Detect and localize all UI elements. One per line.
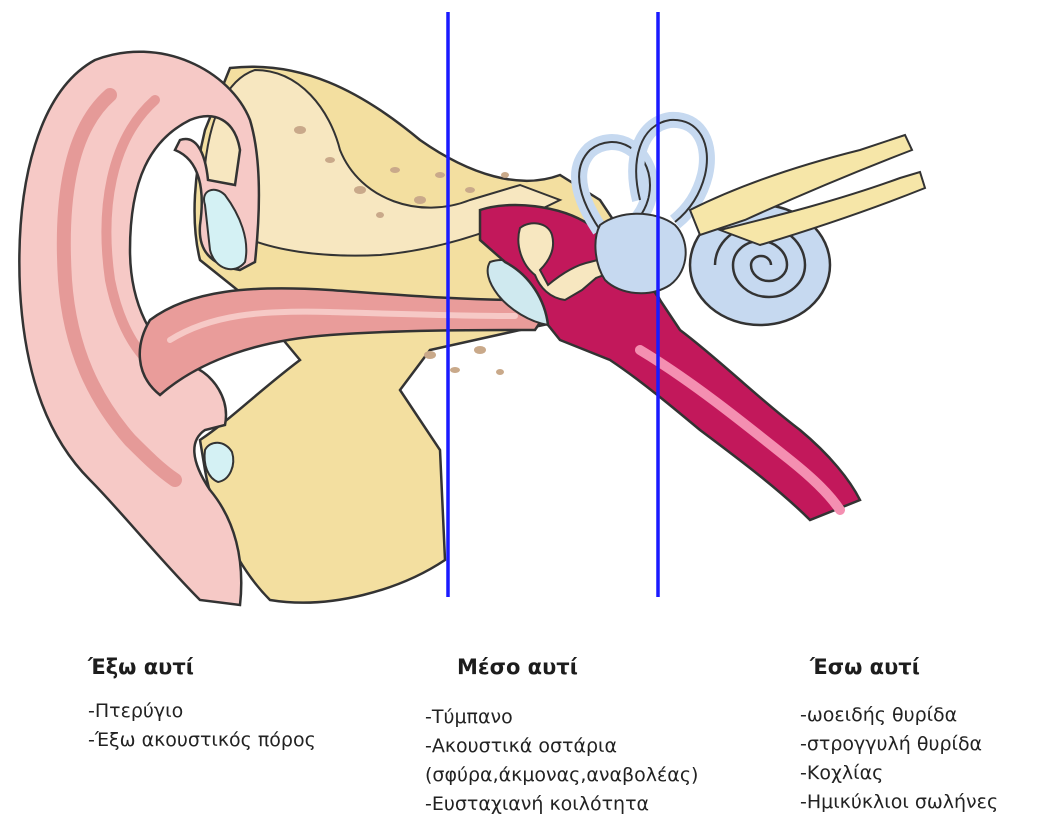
middle-ear-section: Μέσο αυτί -Τύμπανο -Ακουστικά οστάρια (σ… — [425, 655, 698, 819]
middle-ear-title: Μέσο αυτί — [457, 655, 698, 679]
outer-ear-title: Έξω αυτί — [88, 655, 316, 679]
middle-ear-list: -Τύμπανο -Ακουστικά οστάρια (σφύρα,άκμον… — [425, 703, 698, 819]
middle-ear-item: (σφύρα,άκμονας,αναβολέας) — [425, 761, 698, 790]
middle-ear-item: -Ακουστικά οστάρια — [425, 732, 698, 761]
outer-ear-section: Έξω αυτί -Πτερύγιο -Έξω ακουστικός πόρος — [88, 655, 316, 755]
auditory-nerve — [690, 135, 925, 245]
ear-anatomy-diagram — [0, 0, 1037, 620]
vestibule — [595, 214, 685, 293]
inner-ear-item: -στρογγυλή θυρίδα — [800, 730, 998, 759]
inner-ear-section: Έσω αυτί -ωοειδής θυρίδα -στρογγυλή θυρί… — [800, 655, 998, 817]
outer-ear-list: -Πτερύγιο -Έξω ακουστικός πόρος — [88, 697, 316, 755]
middle-ear-item: -Ευσταχιανή κοιλότητα — [425, 790, 698, 819]
inner-ear-list: -ωοειδής θυρίδα -στρογγυλή θυρίδα -Κοχλί… — [800, 701, 998, 817]
outer-ear-item: -Έξω ακουστικός πόρος — [88, 726, 316, 755]
outer-ear-item: -Πτερύγιο — [88, 697, 316, 726]
inner-ear-item: -Κοχλίας — [800, 759, 998, 788]
inner-ear-item: -ωοειδής θυρίδα — [800, 701, 998, 730]
inner-ear-item: -Ημικύκλιοι σωλήνες — [800, 788, 998, 817]
inner-ear-title: Έσω αυτί — [810, 655, 998, 679]
middle-ear-item: -Τύμπανο — [425, 703, 698, 732]
